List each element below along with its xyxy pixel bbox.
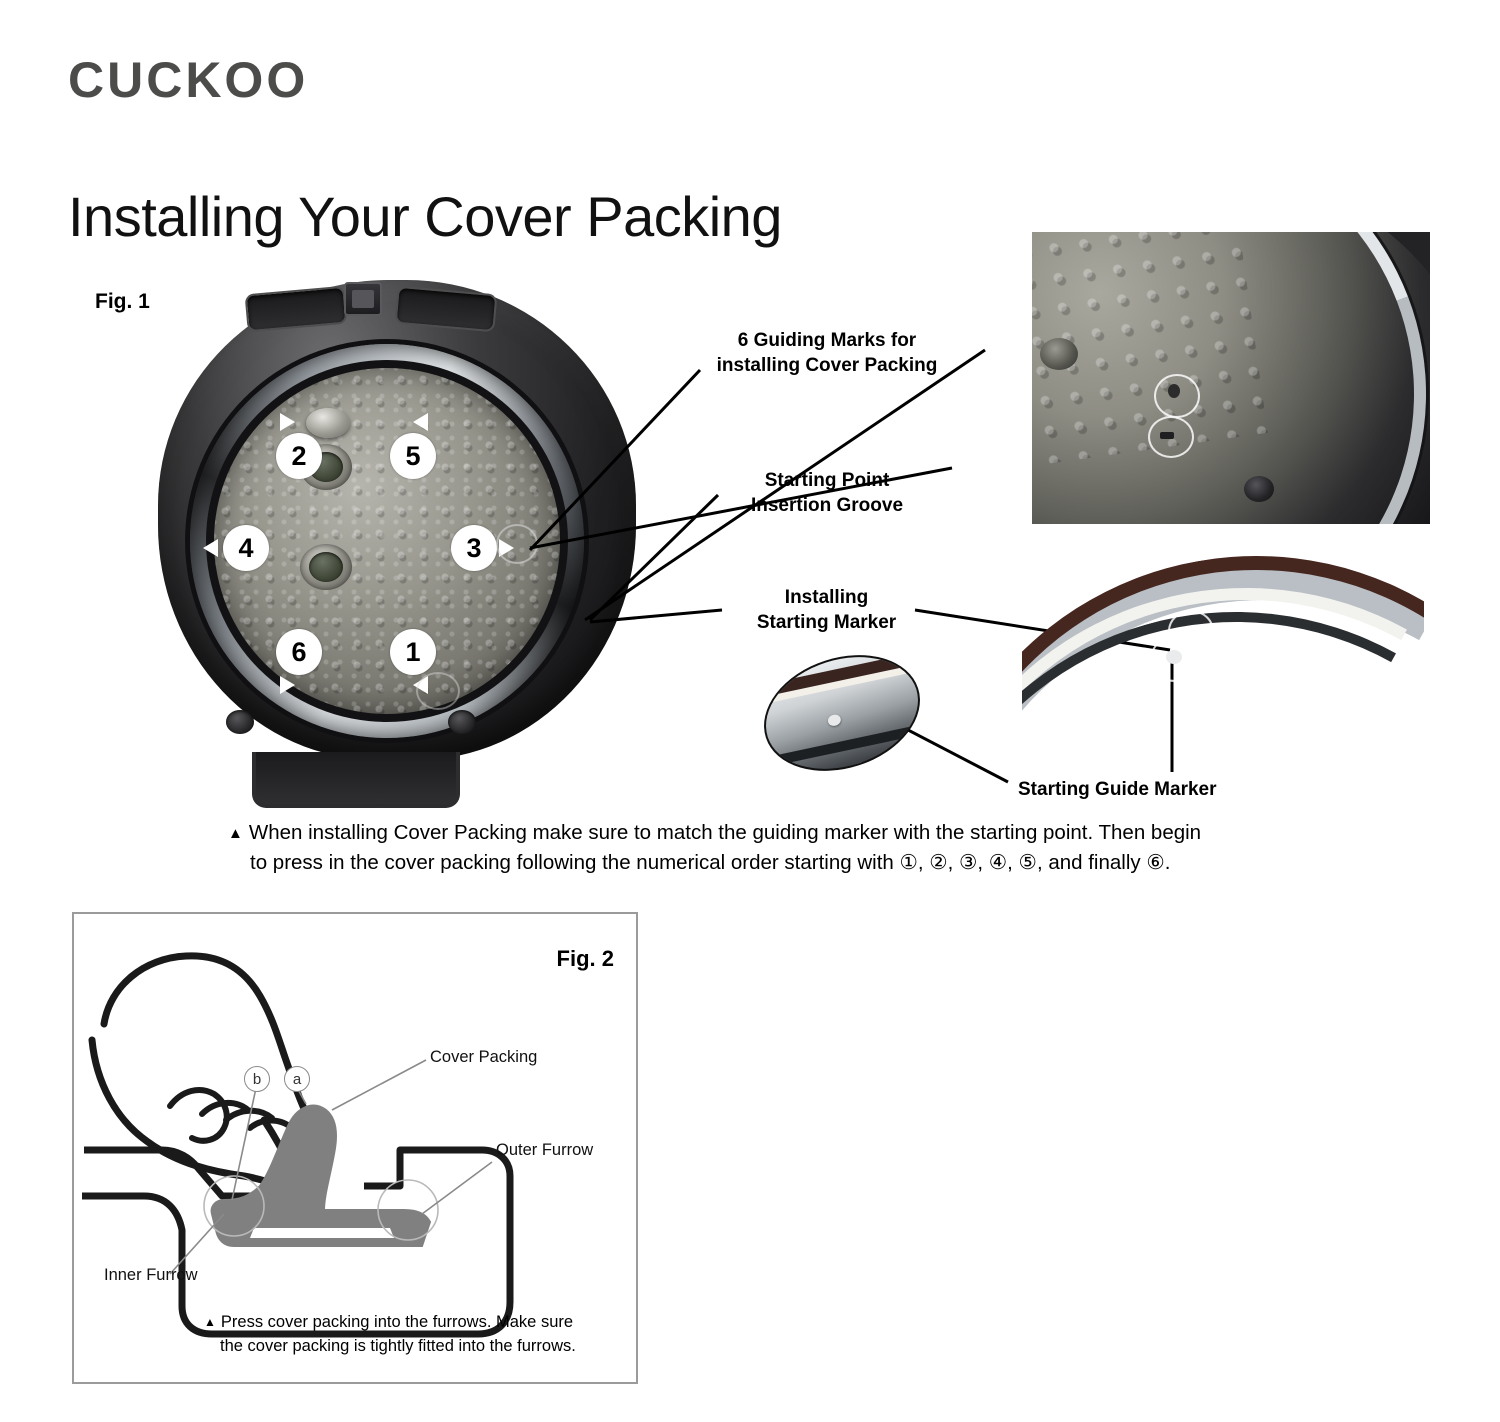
leader-inner-furrow <box>169 1213 225 1275</box>
callout-insertion-groove-line1: Starting Point <box>764 470 890 491</box>
figure1-note-line1: When installing Cover Packing make sure … <box>248 821 1202 844</box>
lid-bottom-bracket <box>252 752 460 808</box>
inset-annotation-circle-guide-dot <box>1150 636 1200 682</box>
lid-center-vent <box>344 282 382 316</box>
figure2-note-bullet-icon: ▲ <box>204 1315 216 1330</box>
guide-triangle-6 <box>280 676 295 694</box>
guide-marker-4-number: 4 <box>238 532 254 563</box>
guide-marker-4: 4 <box>223 525 269 571</box>
annotation-circle-groove <box>496 524 538 564</box>
guide-marker-2-number: 2 <box>291 440 307 471</box>
figure2-marker-a-text: a <box>292 1070 302 1088</box>
figure2-label-inner-furrow: Inner Furrow <box>104 1266 198 1284</box>
guide-triangle-4 <box>203 539 218 557</box>
callout-guiding-marks-line2: installing Cover Packing <box>716 355 938 377</box>
figure2-illustration <box>82 952 514 1338</box>
inset-groove-dot <box>1160 432 1174 439</box>
hand-knuckle-3 <box>223 1107 275 1123</box>
guide-marker-3-number: 3 <box>466 532 482 563</box>
guide-marker-5-number: 5 <box>405 440 421 471</box>
inset-guiding-mark-dot <box>1168 384 1180 398</box>
lid-safety-valve <box>300 544 352 590</box>
figure2-label: Fig. 2 <box>556 946 614 971</box>
hand-knuckle-1 <box>167 1087 230 1144</box>
guide-marker-5: 5 <box>390 433 436 479</box>
inset-photo-rim-marker <box>1022 548 1424 776</box>
guide-triangle-2 <box>280 413 295 431</box>
guide-marker-1: 1 <box>390 629 436 675</box>
figure2-note-line1: Press cover packing into the furrows. Ma… <box>220 1313 574 1332</box>
figure1-note: ▲ When installing Cover Packing make sure… <box>228 818 1258 879</box>
lid-screw-boss-right <box>448 710 476 734</box>
guide-marker-1-number: 1 <box>405 636 421 667</box>
figure1-note-line2: to press in the cover packing following … <box>250 851 1171 875</box>
annotation-circle-start-point <box>416 672 460 710</box>
callout-insertion-groove-line2: Insertion Groove <box>750 495 904 517</box>
cover-packing-gasket <box>210 1104 432 1247</box>
figure2-note: ▲ Press cover packing into the furrows. M… <box>204 1311 604 1358</box>
leader-outer-furrow <box>421 1161 493 1215</box>
brand-logo: CUCKOO <box>68 52 309 108</box>
magnifier-bubble-starting-guide-marker <box>748 635 936 791</box>
figure2-label-outer-furrow: Outer Furrow <box>496 1141 594 1159</box>
callout-installing-marker-line2: Starting Marker <box>756 612 897 634</box>
inset-screw-upper <box>1040 338 1078 370</box>
lid-upper-profile <box>84 1146 262 1200</box>
figure2-marker-a: a <box>284 1066 310 1092</box>
callout-guiding-marks: 6 Guiding Marks for installing Cover Pac… <box>702 328 952 378</box>
inset-macro-background <box>1032 232 1430 524</box>
bubble-shadow-stripe <box>755 713 936 770</box>
callout-installing-marker-line1: Installing <box>784 587 869 608</box>
callout-insertion-groove: Starting Point Insertion Groove <box>722 468 932 518</box>
callout-guiding-marks-line1: 6 Guiding Marks for <box>737 330 917 351</box>
figure2-note-line2: the cover packing is tightly fitted into… <box>220 1336 576 1355</box>
figure2-label-cover-packing: Cover Packing <box>430 1048 538 1066</box>
callout-installing-marker: Installing Starting Marker <box>724 585 929 635</box>
inset-screw-lower <box>1244 476 1274 502</box>
figure1-label: Fig. 1 <box>95 290 150 313</box>
guide-triangle-5 <box>413 413 428 431</box>
inset-photo-guiding-mark <box>1032 232 1430 524</box>
outer-furrow-detail-ring <box>377 1179 439 1241</box>
lid-center-knob <box>306 408 350 438</box>
guide-marker-6: 6 <box>276 629 322 675</box>
leader-cover-packing <box>331 1059 427 1111</box>
pot-lower-profile <box>82 1146 514 1338</box>
hand-knuckle-2 <box>199 1100 251 1117</box>
inset-annotation-circle-groove <box>1148 416 1194 458</box>
bubble-marker-dot <box>826 712 843 728</box>
inset-chrome-arc <box>1032 232 1430 524</box>
gasket-inner-void <box>250 1228 394 1238</box>
inset-starting-guide-dot <box>1166 650 1182 664</box>
figure2-marker-b-text: b <box>252 1070 262 1088</box>
page-title: Installing Your Cover Packing <box>68 184 782 248</box>
guide-marker-3: 3 <box>451 525 497 571</box>
guide-marker-2: 2 <box>276 433 322 479</box>
figure1-note-bullet-icon: ▲ <box>228 825 243 842</box>
callout-starting-guide-marker: Starting Guide Marker <box>1018 779 1217 800</box>
inner-furrow-detail-ring <box>203 1175 265 1237</box>
leader-marker-b <box>231 1087 257 1201</box>
figure1-lid-photo: 2 5 4 3 6 1 <box>148 258 648 808</box>
guide-marker-6-number: 6 <box>291 636 307 667</box>
figure2-panel: Fig. 2 b a Cover Packing Outer Furrow In <box>72 912 638 1384</box>
lid-screw-boss-left <box>226 710 254 734</box>
figure2-marker-b: b <box>244 1066 270 1092</box>
